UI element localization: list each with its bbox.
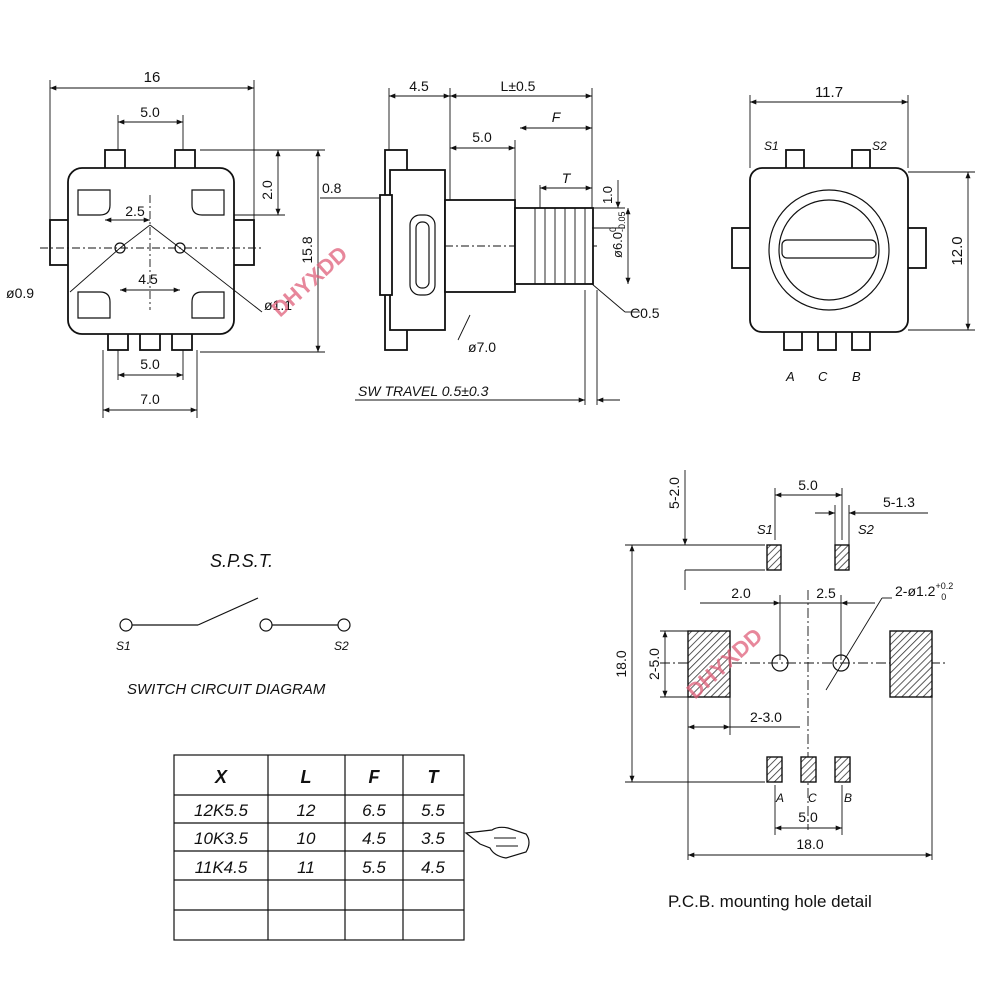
dim-pcb-pad-height: 5-2.0: [666, 477, 682, 509]
dim-pcb-total-height: 18.0: [613, 650, 629, 677]
dim-width-total: 16: [144, 69, 161, 86]
dim-t: T: [562, 170, 572, 186]
table-header: X: [214, 767, 228, 787]
dim-slot: 1.0: [600, 186, 615, 204]
table-header: F: [369, 767, 381, 787]
dim-bottom-width: 7.0: [140, 391, 160, 407]
pcb-caption: P.C.B. mounting hole detail: [668, 892, 872, 911]
dim-top-offset: 2.0: [259, 180, 275, 200]
table-cell: 12K5.5: [194, 801, 248, 820]
knurl-lines: [534, 208, 586, 284]
rear-pin-a: A: [785, 369, 795, 384]
side-view: 0.8 4.5 L±0.5 5.0: [320, 78, 660, 405]
dim-hole-spacing-mid: 4.5: [138, 271, 158, 287]
dim-body: ø7.0: [468, 339, 496, 355]
rear-pin-s2: S2: [872, 139, 887, 153]
pointing-hand-icon: [464, 826, 530, 859]
circuit-caption: SWITCH CIRCUIT DIAGRAM: [127, 681, 326, 698]
dim-pcb-total-width: 18.0: [796, 836, 823, 852]
dim-pcb-bottom-spacing: 5.0: [798, 809, 818, 825]
table-cell: 11K4.5: [195, 858, 248, 877]
rear-pin-b: B: [852, 369, 861, 384]
dim-rear-height: 12.0: [949, 236, 966, 265]
table-cell: 10K3.5: [194, 829, 248, 848]
dim-pcb-left-offset: 2.0: [731, 585, 751, 601]
dim-rear-width: 11.7: [815, 84, 843, 101]
table-cell: 5.5: [421, 801, 445, 820]
dim-pcb-right-offset: 2.5: [816, 585, 836, 601]
dim-pcb-mount-height: 2-5.0: [646, 648, 662, 680]
dim-bottom-pin-pitch: 5.0: [140, 356, 160, 372]
circuit-s1: S1: [116, 639, 131, 653]
sw-travel-label: SW TRAVEL 0.5±0.3: [358, 383, 489, 399]
table-cell: 10: [297, 829, 316, 848]
spst-label: S.P.S.T.: [210, 551, 273, 571]
table-cell: 4.5: [421, 858, 445, 877]
dim-length: L±0.5: [501, 78, 536, 94]
table-cell: 4.5: [362, 829, 386, 848]
switch-circuit: S.P.S.T. S1 S2 SWITCH CIRCUIT DIAGRAM: [116, 551, 351, 698]
dim-right-dia: ø1.1: [264, 297, 292, 313]
dim-chamfer: C0.5: [630, 305, 660, 321]
dim-top-pin-pitch: 5.0: [140, 104, 160, 120]
pcb-layout: 18.0 5-2.0 S1 S2 5.0 5-1.3 2.0 2.5: [613, 470, 953, 911]
table-cell: 11: [297, 858, 315, 877]
pcb-pin-b: B: [844, 791, 852, 805]
front-view: 16 5.0 2.5 4.5 15.8 2.0 ø0.9 ø1.1 5.0 7.…: [6, 69, 325, 418]
table-header: L: [301, 767, 312, 787]
dim-pcb-pad-width: 5-1.3: [883, 494, 915, 510]
dim-flange: 4.5: [409, 78, 429, 94]
pcb-pin-s1: S1: [757, 522, 773, 537]
dim-shaft-dia: ø6.00-0.05: [608, 211, 627, 258]
dim-pcb-mount-width: 2-3.0: [750, 709, 782, 725]
table-cell: 12: [297, 801, 316, 820]
rear-pin-c: C: [818, 369, 828, 384]
table-cell: 6.5: [362, 801, 386, 820]
dim-bushing: 5.0: [472, 129, 492, 145]
pcb-pin-a: A: [775, 791, 784, 805]
circuit-s2: S2: [334, 639, 349, 653]
dim-f: F: [552, 109, 562, 125]
pcb-pin-s2: S2: [858, 522, 875, 537]
dim-left-dia: ø0.9: [6, 285, 34, 301]
rear-view: 11.7 12.0 S1 S2 A C B: [731, 84, 975, 384]
rear-pin-s1: S1: [764, 139, 779, 153]
table-cell: 5.5: [362, 858, 386, 877]
dim-gap: 0.8: [322, 180, 342, 196]
dim-height: 15.8: [299, 236, 315, 263]
dim-hole-spacing-top: 2.5: [125, 203, 145, 219]
dim-pcb-top-spacing: 5.0: [798, 477, 818, 493]
table-cell: 3.5: [421, 829, 445, 848]
pcb-pin-c: C: [808, 791, 817, 805]
table-header: T: [428, 767, 441, 787]
spec-table: X L F T 12K5.5 12 6.5 5.5 10K3.5 10 4.5 …: [173, 754, 530, 941]
